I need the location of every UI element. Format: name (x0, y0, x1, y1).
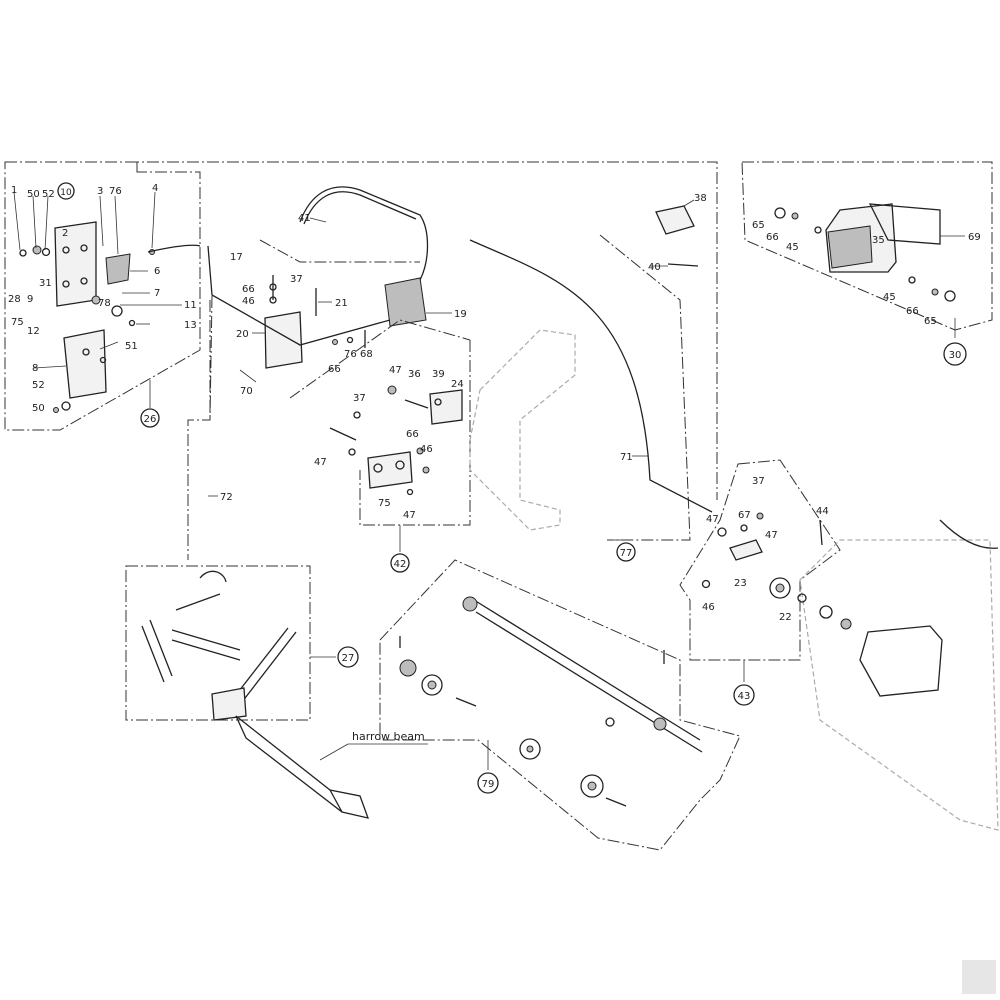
callout-52-b: 52 (32, 380, 45, 391)
watermark-logo (962, 960, 996, 994)
callout-46-b: 46 (420, 444, 433, 455)
callout-76: 76 (109, 186, 122, 197)
callout-8: 8 (32, 363, 38, 374)
callout-76-b: 76 (344, 349, 357, 360)
callout-23: 23 (734, 578, 747, 589)
cables: 72 71 (187, 239, 713, 560)
group-label-30: 30 (949, 350, 962, 361)
callout-66: 66 (242, 284, 255, 295)
callout-41: 41 (298, 213, 311, 224)
callout-65-b: 65 (924, 316, 937, 327)
callout-66-e: 66 (906, 306, 919, 317)
group-79-assembly: 79 (379, 559, 741, 851)
callout-4: 4 (152, 183, 158, 194)
group-26-assembly: 26 10 1 50 52 3 76 4 2 31 28 9 6 78 7 75… (4, 161, 201, 431)
group-27-assembly: 27 (125, 565, 359, 721)
callout-17: 17 (230, 252, 243, 263)
harrow-beam-caption: harrow beam (352, 730, 425, 743)
callout-9: 9 (27, 294, 33, 305)
callout-47-e: 47 (706, 514, 719, 525)
callout-66-b: 66 (328, 364, 341, 375)
callout-46: 46 (242, 296, 255, 307)
callout-2: 2 (62, 228, 68, 239)
callout-31: 31 (39, 278, 52, 289)
callout-78: 78 (98, 298, 111, 309)
circled-part-label: 10 (60, 188, 72, 198)
callout-66-d: 66 (766, 232, 779, 243)
callout-47-b: 47 (314, 457, 327, 468)
callout-68: 68 (360, 349, 373, 360)
harrow-beam: harrow beam (235, 715, 428, 819)
callout-70: 70 (240, 386, 253, 397)
callout-6: 6 (154, 266, 160, 277)
callout-45-b: 45 (883, 292, 896, 303)
callout-35: 35 (872, 235, 885, 246)
callout-36: 36 (408, 369, 421, 380)
callout-44: 44 (816, 506, 829, 517)
callout-65: 65 (752, 220, 765, 231)
callout-69: 69 (968, 232, 981, 243)
callout-1: 1 (11, 185, 17, 196)
callout-71: 71 (620, 452, 633, 463)
callout-66-c: 66 (406, 429, 419, 440)
callout-47-d: 47 (765, 530, 778, 541)
callout-50: 50 (27, 189, 40, 200)
callout-12: 12 (27, 326, 40, 337)
callout-52: 52 (42, 189, 55, 200)
callout-47-c: 47 (403, 510, 416, 521)
callout-28: 28 (8, 294, 21, 305)
group-label-42: 42 (394, 559, 407, 570)
callout-20: 20 (236, 329, 249, 340)
central-parts: 17 37 66 46 21 20 19 70 41 38 40 76 68 6… (207, 186, 707, 397)
callout-72: 72 (220, 492, 233, 503)
callout-22: 22 (779, 612, 792, 623)
callout-45: 45 (786, 242, 799, 253)
group-label-79: 79 (482, 779, 495, 790)
group-42-assembly: 42 47 36 39 24 37 47 66 46 75 47 (289, 319, 576, 573)
callout-38: 38 (694, 193, 707, 204)
group-43-assembly: 43 37 67 47 44 23 46 22 47 (679, 459, 841, 706)
right-housing (797, 519, 999, 831)
callout-19: 19 (454, 309, 467, 320)
callout-13: 13 (184, 320, 197, 331)
callout-3: 3 (97, 186, 103, 197)
group-label-43: 43 (738, 691, 751, 702)
callout-21: 21 (335, 298, 348, 309)
callout-46-c: 46 (702, 602, 715, 613)
callout-47: 47 (389, 365, 402, 376)
callout-37-b: 37 (353, 393, 366, 404)
callout-51: 51 (125, 341, 138, 352)
callout-37-c: 37 (752, 476, 765, 487)
callout-37: 37 (290, 274, 303, 285)
callout-39: 39 (432, 369, 445, 380)
group-30-assembly: 30 65 66 45 35 69 45 66 65 (741, 161, 993, 366)
group-label-26: 26 (144, 414, 157, 425)
callout-75-b: 75 (378, 498, 391, 509)
callout-7: 7 (154, 288, 160, 299)
callout-67: 67 (738, 510, 751, 521)
callout-50-b: 50 (32, 403, 45, 414)
group-label-27: 27 (342, 653, 355, 664)
callout-24: 24 (451, 379, 464, 390)
group-77-assembly: 77 (136, 161, 718, 562)
callout-11: 11 (184, 300, 197, 311)
callout-75: 75 (11, 317, 24, 328)
group-label-77: 77 (620, 548, 633, 559)
callout-40: 40 (648, 262, 661, 273)
